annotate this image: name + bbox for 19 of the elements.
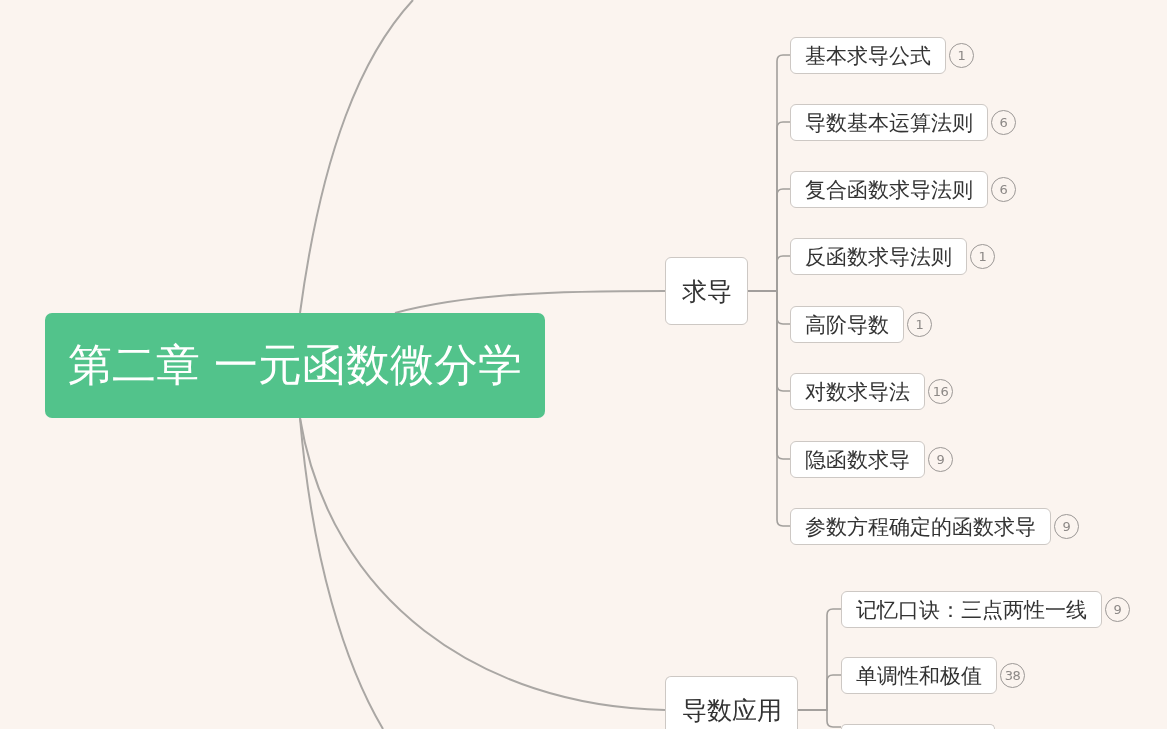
subtopic-box: 单调性和极值 <box>841 657 997 694</box>
subtopic-box: 导数基本运算法则 <box>790 104 988 141</box>
connector-line <box>299 0 414 314</box>
connector-line <box>797 709 842 728</box>
topic-box: 导数应用 <box>665 676 798 729</box>
connector-line <box>299 417 384 729</box>
subtopic-box: 高阶导数 <box>790 306 904 343</box>
subtopic-box: 记忆口诀：三点两性一线 <box>841 591 1102 628</box>
subtopic-box: 参数方程确定的函数求导 <box>790 508 1051 545</box>
subtopic-box: 反函数求导法则 <box>790 238 967 275</box>
subtopic-box: 对数求导法 <box>790 373 925 410</box>
subtopic-box: 隐函数求导 <box>790 441 925 478</box>
subtopic-box: 基本求导公式 <box>790 37 946 74</box>
topic-box: 求导 <box>665 257 748 325</box>
root-topic-box: 第二章 一元函数微分学 <box>45 313 545 418</box>
connector-line <box>299 417 666 711</box>
subtopic-box: 复合函数求导法则 <box>790 171 988 208</box>
topic-box <box>841 724 995 729</box>
connector-line <box>394 290 666 314</box>
